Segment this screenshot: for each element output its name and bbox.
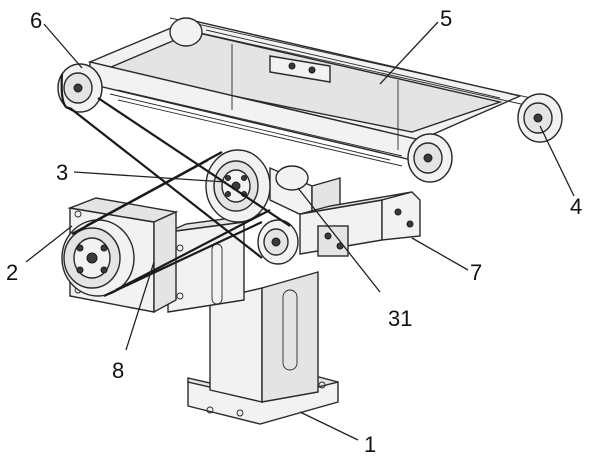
- leader-7: [411, 237, 469, 271]
- leader-1: [299, 411, 359, 441]
- roller-top-back: [169, 17, 203, 47]
- roller-right-front: [407, 133, 453, 183]
- driven-pulley: [205, 149, 271, 223]
- tension-idler: [257, 219, 299, 265]
- label-2: 2: [6, 260, 18, 285]
- label-8: 8: [112, 358, 124, 383]
- leader-6: [43, 23, 83, 69]
- leader-8: [125, 261, 155, 351]
- belts: [60, 73, 291, 297]
- leader-lines: [25, 21, 575, 441]
- leader-4: [539, 125, 575, 197]
- drive-pulley: [61, 219, 135, 297]
- callout-labels: 6 5 3 4 2 7 31 8 1: [6, 6, 582, 457]
- leader-3: [73, 171, 227, 183]
- leader-2: [25, 225, 73, 263]
- label-1: 1: [364, 432, 376, 457]
- base-pedestal: [187, 271, 339, 425]
- label-7: 7: [470, 260, 482, 285]
- leader-5: [379, 21, 439, 85]
- label-3: 3: [56, 160, 68, 185]
- label-5: 5: [440, 6, 452, 31]
- roller-right-back: [517, 93, 563, 143]
- label-6: 6: [30, 8, 42, 33]
- leader-31: [297, 187, 381, 293]
- label-31: 31: [388, 306, 412, 331]
- roller-left: [57, 63, 103, 113]
- label-4: 4: [570, 194, 582, 219]
- conveyor-frame: [87, 17, 549, 167]
- cylinder-assembly: [299, 191, 421, 257]
